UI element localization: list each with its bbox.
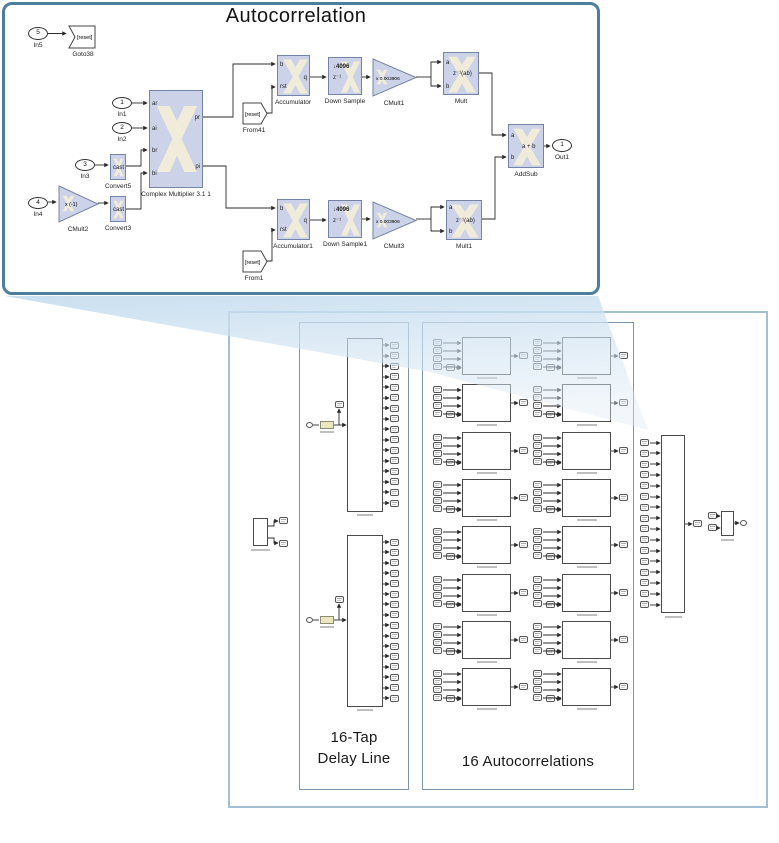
outport-out1-number: 1: [560, 141, 564, 149]
from1-tag-text: [reset]: [245, 260, 261, 266]
goto38-block[interactable]: [reset]: [68, 25, 96, 49]
page-title: Autocorrelation: [225, 5, 367, 27]
addsub-block[interactable]: a b a + b: [508, 124, 544, 168]
cmult1-label: CMult1: [383, 100, 405, 107]
down-sample1-label: Down Sample1: [322, 241, 368, 248]
addsub-text: a + b: [522, 144, 536, 150]
inport-in1-number: 1: [120, 98, 124, 106]
down-sample1-block[interactable]: ↓4096 z⁻¹: [328, 200, 362, 238]
cmult1-text: x 0.003906: [376, 76, 400, 82]
complex-multiplier-label: Complex Multiplier 3.1 1: [141, 191, 211, 198]
from41-tag-text: [reset]: [245, 112, 261, 118]
accumulator1-block[interactable]: b rst q: [277, 199, 310, 240]
mult1-port-a: a: [449, 205, 453, 211]
cmplx-port-pi: pi: [195, 164, 200, 170]
addsub-label: AddSub: [514, 171, 538, 178]
accumulator1-port-q: q: [303, 218, 307, 224]
accumulator-block[interactable]: b rst q: [277, 55, 310, 96]
convert3-block[interactable]: cast: [110, 196, 126, 222]
down-sample-delay: z⁻¹: [333, 75, 342, 81]
cmplx-port-bi: bi: [152, 171, 157, 177]
inport-in4-number: 4: [36, 198, 40, 206]
inport-in2-label: In2: [117, 136, 127, 143]
cmplx-port-pr: pr: [194, 115, 200, 121]
accumulator-port-b: b: [280, 62, 284, 68]
inport-in5-label: In5: [33, 42, 43, 49]
convert5-block[interactable]: cast: [110, 154, 126, 180]
cmplx-port-ai: ai: [152, 126, 157, 132]
cmult3-label: CMult3: [383, 243, 405, 250]
mult-label: Mult: [454, 98, 468, 105]
accumulator1-port-b: b: [280, 206, 284, 212]
inport-in3-label: In3: [80, 173, 90, 180]
delay-line-caption: 16-Tap Delay Line: [299, 727, 409, 769]
from1-block[interactable]: [reset]: [242, 250, 268, 273]
cmult2-block[interactable]: x (-1): [58, 185, 100, 223]
mult-port-b: b: [446, 84, 450, 90]
autocorrelation-subsystem-panel: [2, 2, 600, 295]
complex-multiplier-block[interactable]: ar ai br bi pr pi: [149, 90, 203, 188]
from41-label: From41: [242, 127, 266, 134]
down-sample-label: Down Sample: [324, 98, 366, 105]
down-sample-rate: ↓4096: [333, 64, 350, 70]
from1-label: From1: [244, 275, 264, 282]
goto-tag-shape: [68, 25, 96, 49]
inport-in4[interactable]: 4: [28, 197, 48, 209]
accumulator1-label: Accumulator1: [273, 243, 313, 250]
cmplx-port-br: br: [152, 148, 158, 154]
outport-out1-label: Out1: [554, 154, 570, 161]
accumulator1-port-rst: rst: [280, 227, 287, 233]
delay-caption-line2: Delay Line: [317, 750, 391, 767]
convert3-label: Convert3: [104, 225, 132, 232]
convert5-label: Convert5: [104, 183, 132, 190]
mult1-block[interactable]: a b z⁻¹(ab): [446, 200, 482, 240]
down-sample-block[interactable]: ↓4096 z⁻¹: [328, 57, 362, 95]
cmult3-text: x 0.003906: [376, 219, 400, 225]
cmult2-text: x (-1): [65, 202, 78, 208]
cmult3-block[interactable]: x 0.003906: [372, 201, 418, 240]
inport-in3-number: 3: [83, 160, 87, 168]
autocorrelations-group-box: [422, 322, 634, 790]
mult1-text: z⁻¹(ab): [456, 218, 475, 224]
cmplx-port-ar: ar: [152, 101, 158, 107]
gain-triangle-shape: [372, 58, 418, 97]
mult-block[interactable]: a b z⁻¹(ab): [443, 52, 479, 95]
goto38-label: Goto38: [72, 51, 94, 58]
inport-in4-label: In4: [33, 211, 43, 218]
convert3-text: cast: [113, 207, 125, 213]
down-sample1-delay: z⁻¹: [333, 218, 342, 224]
gain-triangle-shape: [372, 201, 418, 240]
inport-in5-number: 5: [36, 29, 40, 37]
delay-caption-line1: 16-Tap: [330, 729, 378, 746]
inport-in3[interactable]: 3: [75, 159, 95, 171]
from-tag-shape: [242, 250, 268, 273]
accumulator-port-q: q: [303, 75, 307, 81]
from41-block[interactable]: [reset]: [242, 102, 268, 125]
mult-port-a: a: [446, 60, 450, 66]
inport-in1-label: In1: [117, 111, 127, 118]
cmult1-block[interactable]: x 0.003906: [372, 58, 418, 97]
mult1-port-b: b: [449, 229, 453, 235]
autocorrelations-caption: 16 Autocorrelations: [461, 753, 595, 770]
accumulator-label: Accumulator: [274, 99, 312, 106]
cmult2-label: CMult2: [67, 226, 89, 233]
inport-in1[interactable]: 1: [112, 97, 132, 109]
addsub-port-a: a: [511, 133, 515, 139]
mult1-label: Mult1: [456, 243, 472, 250]
convert5-text: cast: [113, 165, 125, 171]
down-sample1-rate: ↓4096: [333, 207, 350, 213]
accumulator-port-rst: rst: [280, 84, 287, 90]
delay-line-group-box: [299, 322, 409, 790]
inport-in2[interactable]: 2: [112, 122, 132, 134]
goto38-tag-text: [reset]: [77, 35, 93, 41]
inport-in5[interactable]: 5: [28, 27, 48, 40]
inport-in2-number: 2: [120, 123, 124, 131]
xilinx-logo-icon: [157, 106, 197, 172]
addsub-port-b: b: [511, 155, 515, 161]
gain-triangle-shape: [58, 185, 100, 223]
mult-text: z⁻¹(ab): [453, 71, 472, 77]
outport-out1[interactable]: 1: [552, 139, 572, 152]
